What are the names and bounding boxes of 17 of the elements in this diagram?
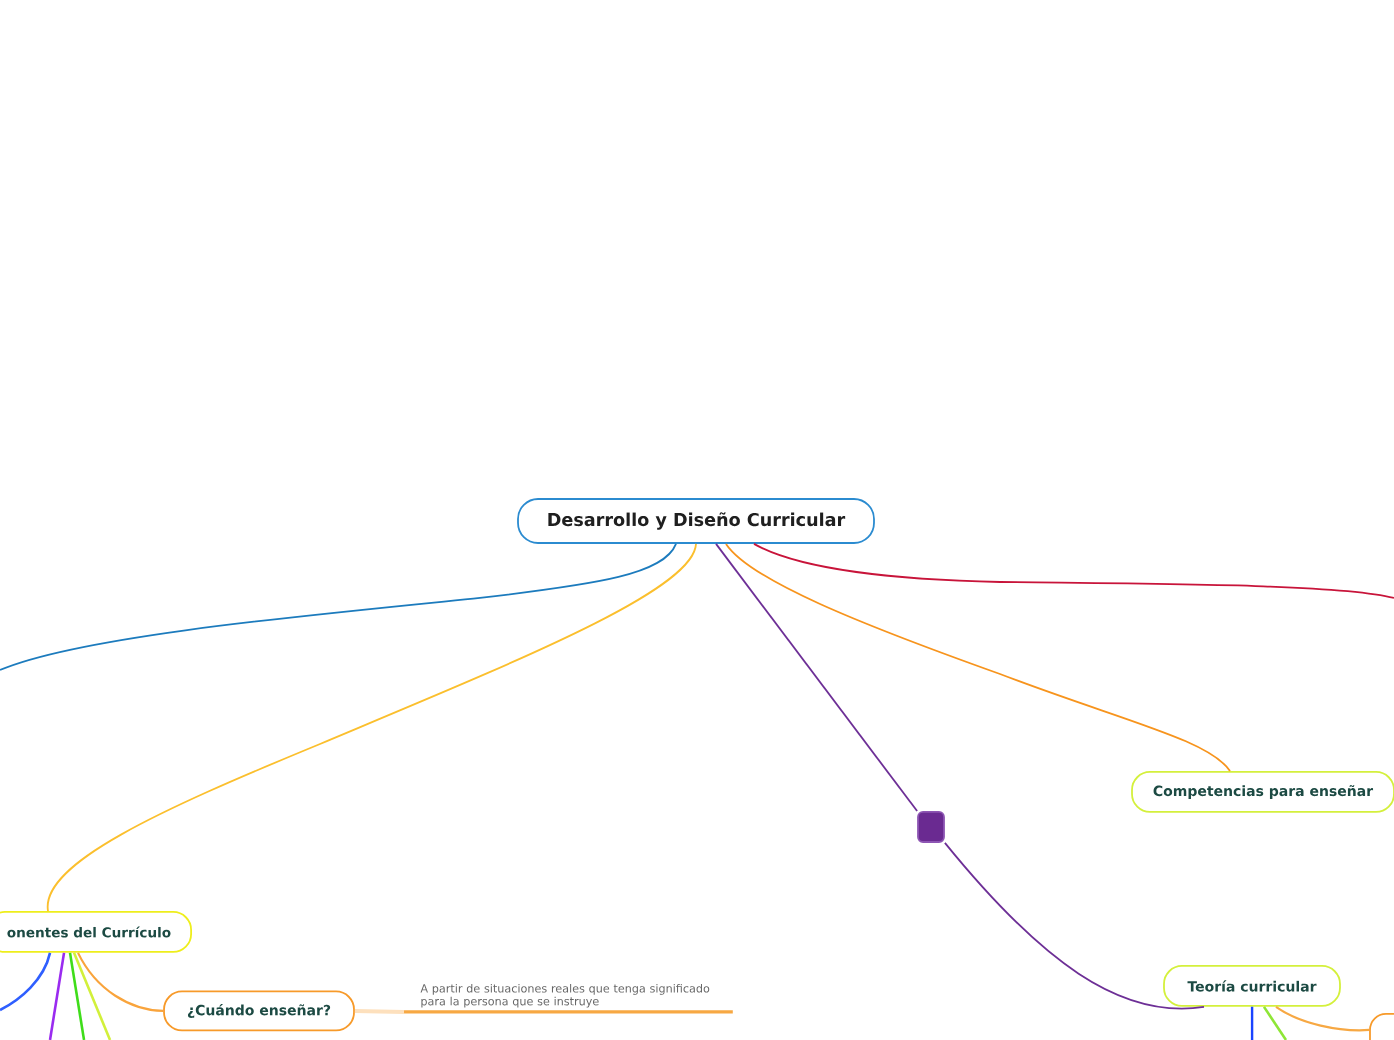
- topic-box: [1369, 1013, 1394, 1040]
- branch-line: [0, 543, 677, 671]
- branch-line: [0, 952, 52, 1012]
- branch-line: [944, 841, 1205, 1010]
- branch-line: [715, 543, 918, 812]
- branch-line: [68, 952, 86, 1040]
- branch-line: [1275, 1005, 1370, 1032]
- branch-line: [725, 543, 1231, 772]
- branch-line: [48, 952, 66, 1040]
- branch-line: [354, 1008, 405, 1014]
- branch-line: [72, 952, 112, 1040]
- branch-line: [1250, 1006, 1254, 1040]
- topic-box: Desarrollo y Diseño Curricular: [517, 498, 875, 544]
- branch-line: [753, 543, 1394, 599]
- branch-line: [77, 952, 164, 1013]
- branch-line: [47, 543, 697, 912]
- branch-line: [1262, 1006, 1288, 1040]
